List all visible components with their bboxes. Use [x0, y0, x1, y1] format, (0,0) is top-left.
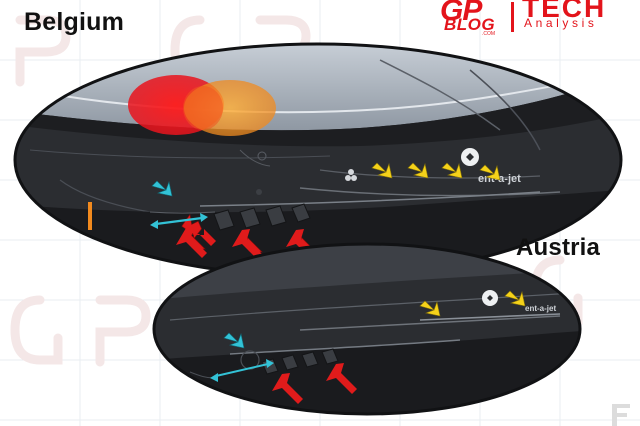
- logo-com: .COM: [482, 31, 495, 37]
- austria-label: Austria: [516, 234, 600, 262]
- logo-divider: [511, 2, 514, 32]
- logo-analysis: Analysis: [524, 16, 597, 30]
- watermark-f-icon: [608, 400, 634, 426]
- belgium-label: Belgium: [24, 8, 124, 37]
- orange-marker-strip: [88, 202, 92, 230]
- site-logo[interactable]: GP BLOG .COM TECH Analysis: [436, 0, 640, 40]
- austria-detail: ent-a-jet: [150, 240, 600, 420]
- sponsor-text-small: ent-a-jet: [525, 304, 556, 313]
